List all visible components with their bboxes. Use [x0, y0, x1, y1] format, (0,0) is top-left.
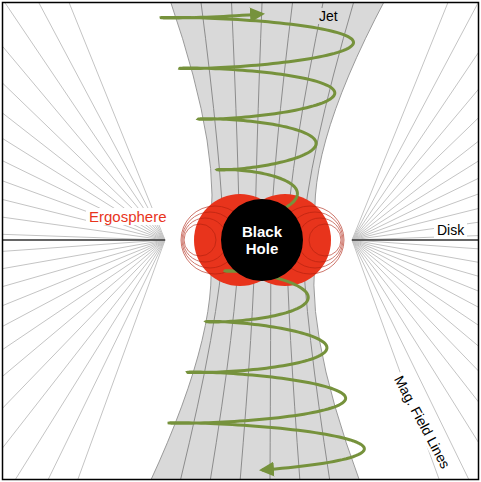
disk-label: Disk [434, 222, 467, 238]
field-line [352, 240, 478, 479]
node-label: Black Hole [232, 223, 292, 258]
field-line [3, 240, 165, 464]
field-line [352, 240, 478, 268]
field-line [352, 240, 478, 390]
field-line [352, 240, 478, 479]
disk-line [3, 239, 165, 241]
field-line [3, 240, 165, 268]
ergosphere-label: Ergosphere [86, 208, 170, 225]
field-line [352, 103, 478, 240]
frame [3, 3, 479, 480]
field-line [352, 240, 478, 479]
field-lines-label: Mag. Field Lines [390, 370, 455, 474]
field-line [352, 240, 478, 309]
field-line [3, 240, 165, 479]
field-line [3, 240, 165, 350]
field-line [352, 240, 478, 479]
field-lines [3, 3, 478, 479]
ergo-arc [309, 224, 341, 256]
field-line [352, 3, 478, 240]
field-line [3, 240, 165, 479]
ergo-arc [298, 218, 342, 262]
field-line [352, 240, 478, 350]
field-line [3, 143, 165, 240]
field-line [3, 240, 165, 428]
field-line [352, 240, 478, 479]
ergo-arc [184, 224, 216, 256]
field-line [352, 65, 478, 240]
jet-cone [150, 3, 385, 479]
black-hole: Black Hole [221, 199, 303, 281]
field-line [3, 240, 165, 479]
field-line [15, 3, 165, 240]
jet-label: Jet [316, 8, 341, 24]
disk-line [352, 239, 478, 241]
field-line [3, 240, 165, 479]
field-line [352, 3, 478, 240]
field-line [3, 240, 165, 309]
field-line [352, 28, 478, 240]
ergosphere [3, 3, 344, 286]
field-line [3, 240, 165, 390]
helical-field [161, 14, 364, 470]
field-line [3, 240, 165, 479]
field-line [352, 240, 478, 479]
